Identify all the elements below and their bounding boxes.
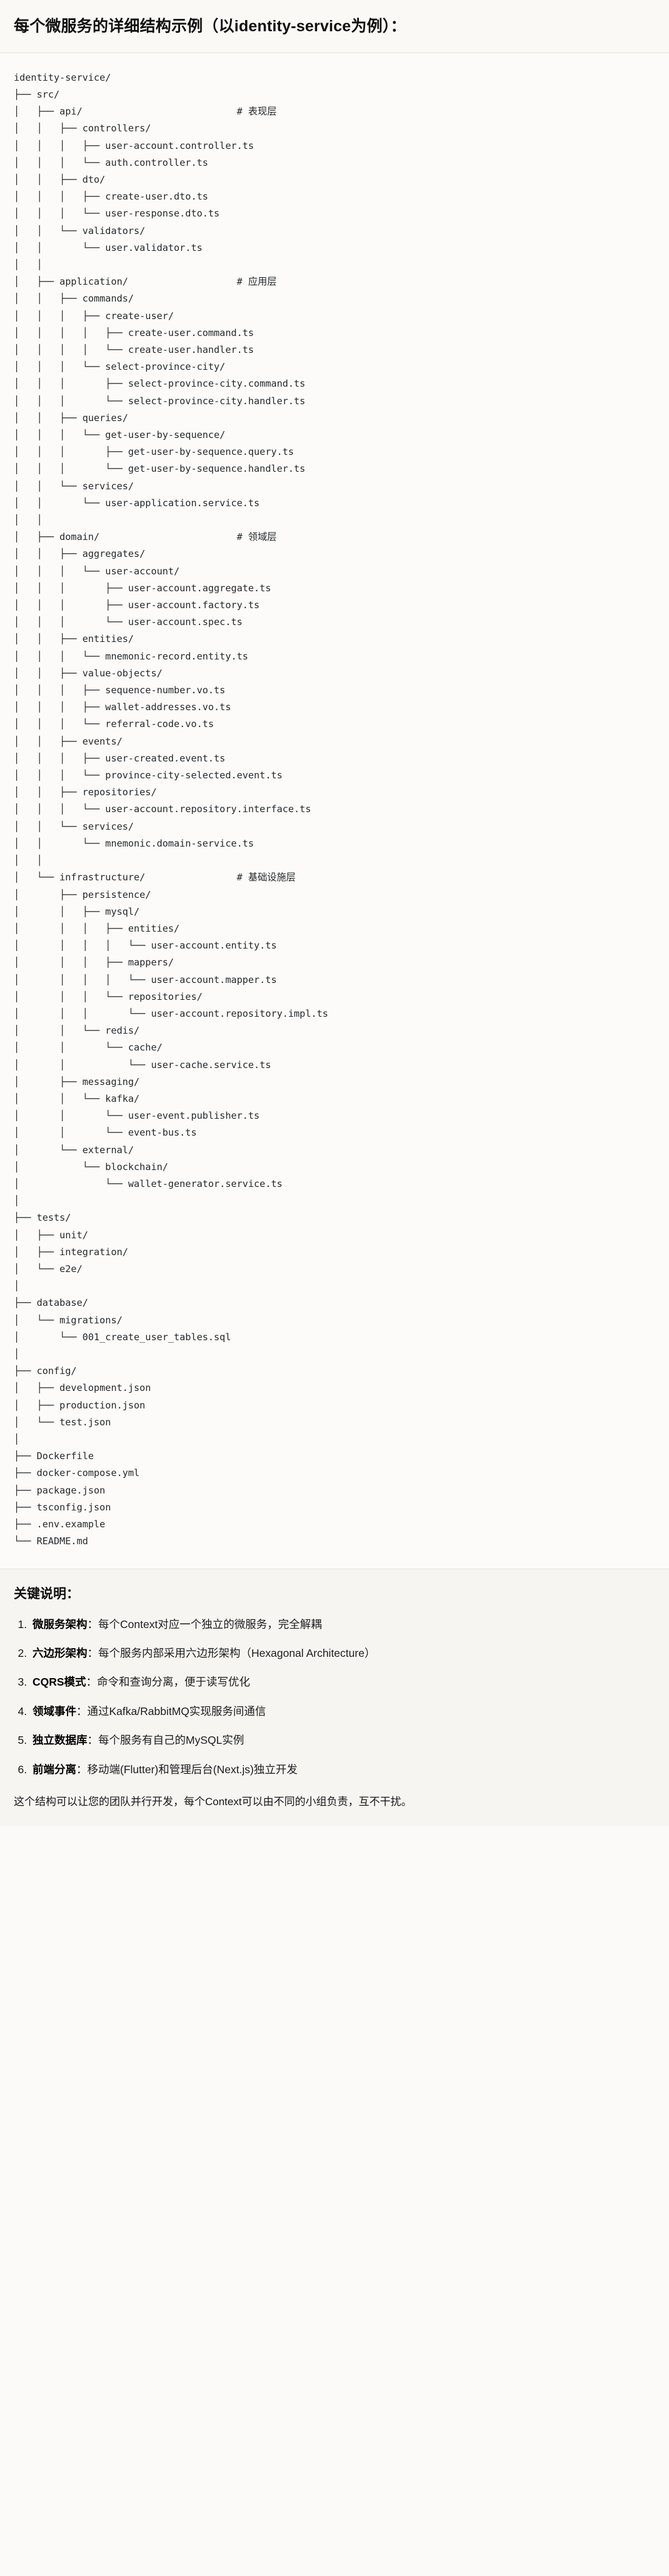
key-note-separator: ： (87, 1617, 99, 1631)
key-note-term: 独立数据库 (33, 1734, 88, 1747)
key-note-item: 前端分离：移动端(Flutter)和管理后台(Next.js)独立开发 (30, 1762, 655, 1778)
key-note-item: 独立数据库：每个服务有自己的MySQL实例 (30, 1733, 655, 1748)
key-note-term: 六边形架构 (33, 1647, 88, 1660)
key-notes-list: 微服务架构：每个Context对应一个独立的微服务，完全解耦六边形架构：每个服务… (14, 1617, 655, 1778)
closing-paragraph: 这个结构可以让您的团队并行开发，每个Context可以由不同的小组负责，互不干扰… (14, 1795, 412, 1808)
key-notes-title: 关键说明： (14, 1587, 79, 1602)
key-note-body: 每个服务内部采用六边形架构（Hexagonal Architecture） (98, 1647, 376, 1660)
key-note-separator: ： (87, 1647, 99, 1660)
key-note-separator: ： (87, 1734, 99, 1747)
key-note-separator: ： (76, 1704, 88, 1718)
key-note-separator: ： (86, 1676, 98, 1689)
directory-tree: identity-service/ ├── src/ │ ├── api/ # … (14, 71, 328, 1547)
key-note-item: CQRS模式：命令和查询分离，便于读写优化 (30, 1674, 655, 1690)
key-note-term: CQRS模式 (33, 1676, 86, 1689)
key-note-separator: ： (76, 1763, 88, 1776)
directory-tree-block: identity-service/ ├── src/ │ ├── api/ # … (0, 53, 669, 1570)
key-note-item: 领域事件：通过Kafka/RabbitMQ实现服务间通信 (30, 1704, 655, 1719)
key-note-body: 移动端(Flutter)和管理后台(Next.js)独立开发 (87, 1763, 298, 1776)
key-note-body: 每个Context对应一个独立的微服务，完全解耦 (98, 1617, 322, 1631)
page-title: 每个微服务的详细结构示例（以identity-service为例）： (14, 18, 406, 35)
key-note-body: 每个服务有自己的MySQL实例 (98, 1734, 244, 1747)
key-note-body: 通过Kafka/RabbitMQ实现服务间通信 (87, 1704, 266, 1718)
key-note-body: 命令和查询分离，便于读写优化 (97, 1676, 251, 1689)
key-note-term: 微服务架构 (33, 1617, 88, 1631)
heading-band: 每个微服务的详细结构示例（以identity-service为例）： (0, 0, 669, 53)
key-note-item: 微服务架构：每个Context对应一个独立的微服务，完全解耦 (30, 1617, 655, 1632)
key-note-term: 前端分离 (33, 1763, 76, 1776)
key-note-term: 领域事件 (33, 1704, 76, 1718)
document-page: 每个微服务的详细结构示例（以identity-service为例）： ident… (0, 0, 669, 1826)
key-notes-block: 关键说明： 微服务架构：每个Context对应一个独立的微服务，完全解耦六边形架… (0, 1569, 669, 1826)
key-note-item: 六边形架构：每个服务内部采用六边形架构（Hexagonal Architectu… (30, 1646, 655, 1661)
